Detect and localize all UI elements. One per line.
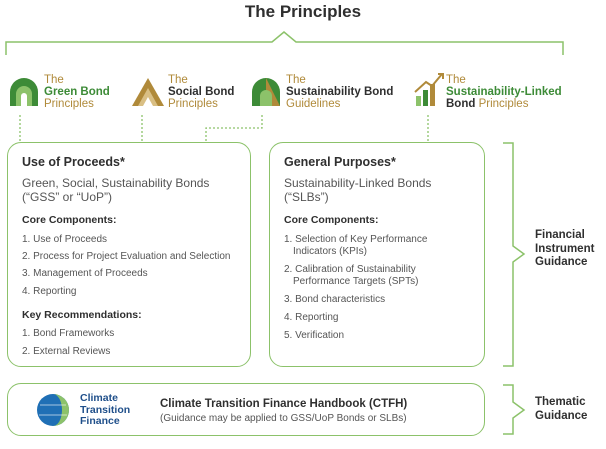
logo-line: Transition: [80, 403, 131, 416]
box-subtitle: Sustainability-Linked Bonds: [284, 176, 432, 190]
list-item: 1. Bond Frameworks: [22, 328, 115, 339]
box-title: General Purposes*: [284, 155, 396, 169]
label-line: Guidance: [535, 409, 588, 422]
logo-line: Principles: [478, 98, 529, 110]
list-item: 2. Calibration of Sustainability Perform…: [284, 264, 418, 287]
label-line: Guidance: [535, 256, 588, 268]
ctfh-heading: Climate Transition Finance Handbook (CTF…: [160, 398, 408, 410]
sustainability-linked-logo-icon: [414, 73, 444, 106]
list-item: 4. Reporting: [22, 286, 77, 297]
logo-line: Green Bond: [44, 86, 110, 98]
general-purposes-box: General Purposes* Sustainability-Linked …: [269, 142, 485, 367]
list-item-line: 2. Calibration of Sustainability: [284, 264, 416, 275]
logo-line: Social Bond: [168, 86, 235, 98]
logo-line: Climate: [80, 392, 118, 404]
logo-line: The: [446, 74, 466, 86]
ctfh-note: (Guidance may be applied to GSS/UoP Bond…: [160, 413, 407, 424]
box-subtitle: Green, Social, Sustainability Bonds: [22, 176, 210, 190]
list-item-line: Performance Targets (SPTs): [293, 275, 419, 287]
green-bond-logo-text: The Green Bond Principles: [44, 74, 110, 110]
box-subtitle: (“SLBs”): [284, 190, 329, 204]
logo-line: Principles: [168, 98, 218, 110]
list-item: 1. Selection of Key Performance Indicato…: [284, 234, 427, 257]
green-bond-logo-icon: [10, 78, 38, 106]
page-title: The Principles: [244, 2, 362, 21]
list-item: 2. Process for Project Evaluation and Se…: [22, 251, 231, 262]
list-item: 3. Bond characteristics: [284, 294, 386, 305]
logo-line: The: [44, 74, 64, 86]
globe-icon: [37, 394, 69, 426]
green-bond-principles-logo: [6, 72, 42, 113]
logo-line: Sustainability-Linked: [446, 86, 562, 98]
sustainability-linked-bond-principles-logo: [412, 70, 446, 113]
financial-instrument-guidance-label: Financial Instrument Guidance: [535, 229, 594, 270]
box-subtitle: (“GSS” or “UoP”): [22, 190, 112, 204]
key-recommendations-heading: Key Recommendations:: [22, 309, 142, 321]
sustainability-bond-guidelines-logo: [248, 72, 284, 113]
social-bond-logo-icon: [132, 78, 164, 106]
ctfh-box: Climate Transition Finance Climate Trans…: [7, 383, 485, 436]
list-item: 4. Reporting: [284, 312, 339, 323]
thematic-guidance-label: Thematic Guidance: [535, 396, 587, 423]
label-line: Instrument: [535, 242, 595, 255]
label-line: Thematic: [535, 396, 586, 408]
ctf-logo-text: Climate Transition Finance: [80, 392, 131, 428]
use-of-proceeds-box: Use of Proceeds* Green, Social, Sustaina…: [7, 142, 251, 367]
list-item: 5. Verification: [284, 330, 345, 341]
list-item-line: 1. Selection of Key Performance: [284, 234, 428, 245]
list-item: 2. External Reviews: [22, 346, 111, 357]
logo-line: Guidelines: [286, 98, 341, 110]
core-components-heading: Core Components:: [284, 214, 379, 226]
social-bond-principles-logo: [130, 72, 166, 113]
logo-line: The: [168, 74, 188, 86]
list-item-line: Indicators (KPIs): [293, 245, 367, 257]
label-line: Financial: [535, 229, 585, 241]
list-item: 3. Management of Proceeds: [22, 268, 148, 279]
box-title: Use of Proceeds*: [22, 155, 125, 169]
sustainability-linked-logo-text: The Sustainability-Linked Bond Principle…: [446, 74, 562, 110]
logo-line: Bond: [446, 98, 476, 110]
list-item: 1. Use of Proceeds: [22, 234, 108, 245]
sustainability-bond-logo-text: The Sustainability Bond Guidelines: [286, 74, 393, 110]
sustainability-bond-logo-icon: [252, 78, 280, 106]
core-components-heading: Core Components:: [22, 214, 117, 226]
logo-line: Principles: [44, 98, 94, 110]
social-bond-logo-text: The Social Bond Principles: [168, 74, 234, 110]
logo-line: Sustainability Bond: [286, 86, 394, 98]
logo-line: The: [286, 74, 306, 86]
logo-line: Finance: [80, 415, 120, 427]
